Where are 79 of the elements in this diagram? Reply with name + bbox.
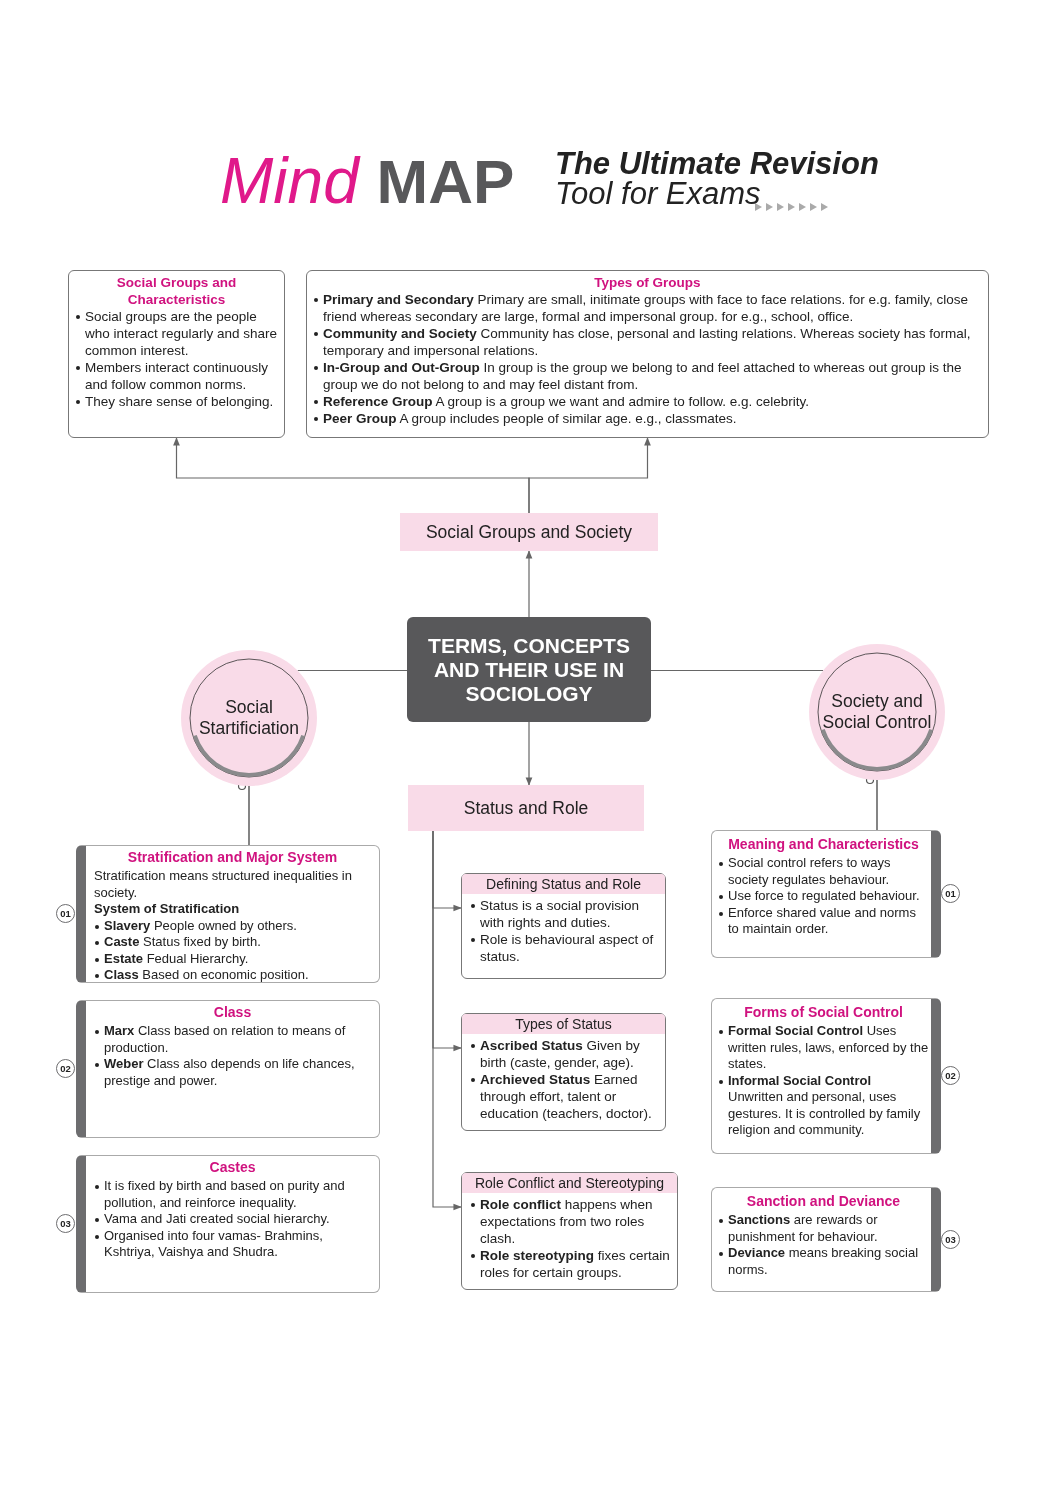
bullet-text: Primary and Secondary Primary are small, initimate groups with face to face relations. for e.g. family, close friend whereas secondary are large, formal and impersonal group. for e.g., school, office. <box>323 291 969 325</box>
box-heading: Sanction and Deviance <box>745 1192 902 1210</box>
box-heading: Meaning and Characteristics <box>727 835 920 853</box>
bullet-text: Informal Social Control Unwritten and personal, uses gestures. It is controlled by family religion and community. <box>728 1072 922 1139</box>
bullet-text: In-Group and Out-Group In group is the group we belong to and feel attached to whereas out group is the group we do not belong to and may feel distant from. <box>323 359 963 393</box>
info-card <box>461 1013 666 1131</box>
box-heading: Forms of Social Control <box>743 1003 904 1021</box>
bullet-text: Ascribed Status Given by birth (caste, gender, age). <box>480 1037 641 1071</box>
topic-label: TERMS, CONCEPTS AND THEIR USE IN SOCIOLOGY <box>427 633 631 706</box>
connector-line <box>650 669 824 672</box>
central-topic-box <box>407 617 651 722</box>
connector-line <box>297 669 408 672</box>
box-heading: Types of Groups <box>593 274 702 291</box>
bullet-text: Reference Group A group is a group we want and admire to follow. e.g. celebrity. <box>323 393 810 410</box>
arrow <box>432 830 462 1211</box>
step-number: 01 <box>941 884 960 903</box>
paragraph: Stratification means structured inequalities in society. <box>94 868 353 901</box>
box-heading: Castes <box>208 1158 257 1176</box>
bullet-text: Role stereotyping fixes certain roles for certain groups. <box>480 1247 671 1281</box>
subtitle: Tool for Exams <box>555 178 761 210</box>
info-box <box>306 270 989 438</box>
bullet-text: Weber Class also depends on life chances, prestige and power. <box>104 1056 356 1089</box>
page-title: Mind MAP <box>220 146 515 219</box>
info-card <box>76 1155 380 1293</box>
bullet-text: Use force to regulated behaviour. <box>728 888 921 905</box>
bullet-text: Status is a social provision with rights and duties. <box>480 897 641 931</box>
box-heading: Stratification and Major System <box>126 848 339 866</box>
step-number: 03 <box>56 1214 75 1233</box>
arrow <box>525 721 533 786</box>
bullet-text: Social control refers to ways society regulates behaviour. <box>728 855 892 888</box>
bullet-text: Social groups are the people who interact regularly and share common interest. <box>85 308 278 359</box>
arrow <box>525 550 533 618</box>
subheading: System of Stratification <box>94 901 241 918</box>
box-heading: Types of Status <box>462 1014 665 1034</box>
box-heading: Social Groups and Characteristics <box>115 274 238 308</box>
circle-label: Society and Social Control <box>822 691 932 733</box>
bullet-text: It is fixed by birth and based on purity and pollution, and reinforce inequality. <box>104 1178 346 1211</box>
info-card <box>76 845 380 983</box>
bullet-text: Sanctions are rewards or punishment for behaviour. <box>728 1212 879 1245</box>
step-number: 02 <box>56 1059 75 1078</box>
bullet-text: Role conflict happens when expectations from two roles clash. <box>480 1196 654 1247</box>
box-heading: Defining Status and Role <box>462 874 665 894</box>
box-heading: Class <box>212 1003 253 1021</box>
info-card <box>711 998 941 1154</box>
topic-label: Social Groups and Society <box>425 521 633 543</box>
box-heading: Role Conflict and Stereotyping <box>462 1173 677 1193</box>
bullet-text: Organised into four vamas- Brahmins, Kshtriya, Vaishya and Shudra. <box>104 1227 324 1261</box>
info-card <box>461 873 666 979</box>
bullet-text: Class Based on economic position. <box>104 967 310 984</box>
step-number: 02 <box>941 1066 960 1085</box>
info-card <box>76 1000 380 1138</box>
bullet-text: Members interact continuously and follow common norms. <box>85 359 270 393</box>
bullet-text: Enforce shared value and norms to maintain order. <box>728 904 917 938</box>
info-card <box>711 830 941 958</box>
bullet-text: Estate Fedual Hierarchy. <box>104 950 250 967</box>
bullet-text: Peer Group A group includes people of similar age. e.g., classmates. <box>323 410 738 427</box>
topic-box <box>408 785 644 831</box>
info-box <box>68 270 285 438</box>
topic-label: Status and Role <box>463 797 589 819</box>
bullet-text: Slavery People owned by others. <box>104 917 298 934</box>
step-number: 03 <box>941 1229 960 1249</box>
step-number: 01 <box>56 904 75 923</box>
topic-circle <box>181 650 317 786</box>
bullet-text: Marx Class based on relation to means of production. <box>104 1023 347 1056</box>
bullet-text: They share sense of belonging. <box>85 393 275 410</box>
arrow <box>528 437 651 514</box>
topic-box <box>400 513 658 551</box>
info-card <box>711 1187 941 1292</box>
bullet-text: Vama and Jati created social hierarchy. <box>104 1211 331 1228</box>
info-card <box>461 1172 678 1290</box>
bullet-text: Archieved Status Earned through effort, talent or education (teachers, doctor). <box>480 1071 653 1122</box>
subtitle: The Ultimate Revision <box>555 148 879 180</box>
bullet-text: Role is behavioural aspect of status. <box>480 931 655 965</box>
topic-circle <box>809 644 945 780</box>
bullet-text: Deviance means breaking social norms. <box>728 1245 920 1278</box>
circle-label: Social Startificiation <box>197 697 301 739</box>
bullet-text: Caste Status fixed by birth. <box>104 934 262 951</box>
bullet-text: Community and Society Community has close, personal and lasting relations. Whereas society has formal, temporary and impersonal relations. <box>323 325 972 359</box>
bullet-text: Formal Social Control Uses written rules, laws, enforced by the states. <box>728 1023 929 1073</box>
